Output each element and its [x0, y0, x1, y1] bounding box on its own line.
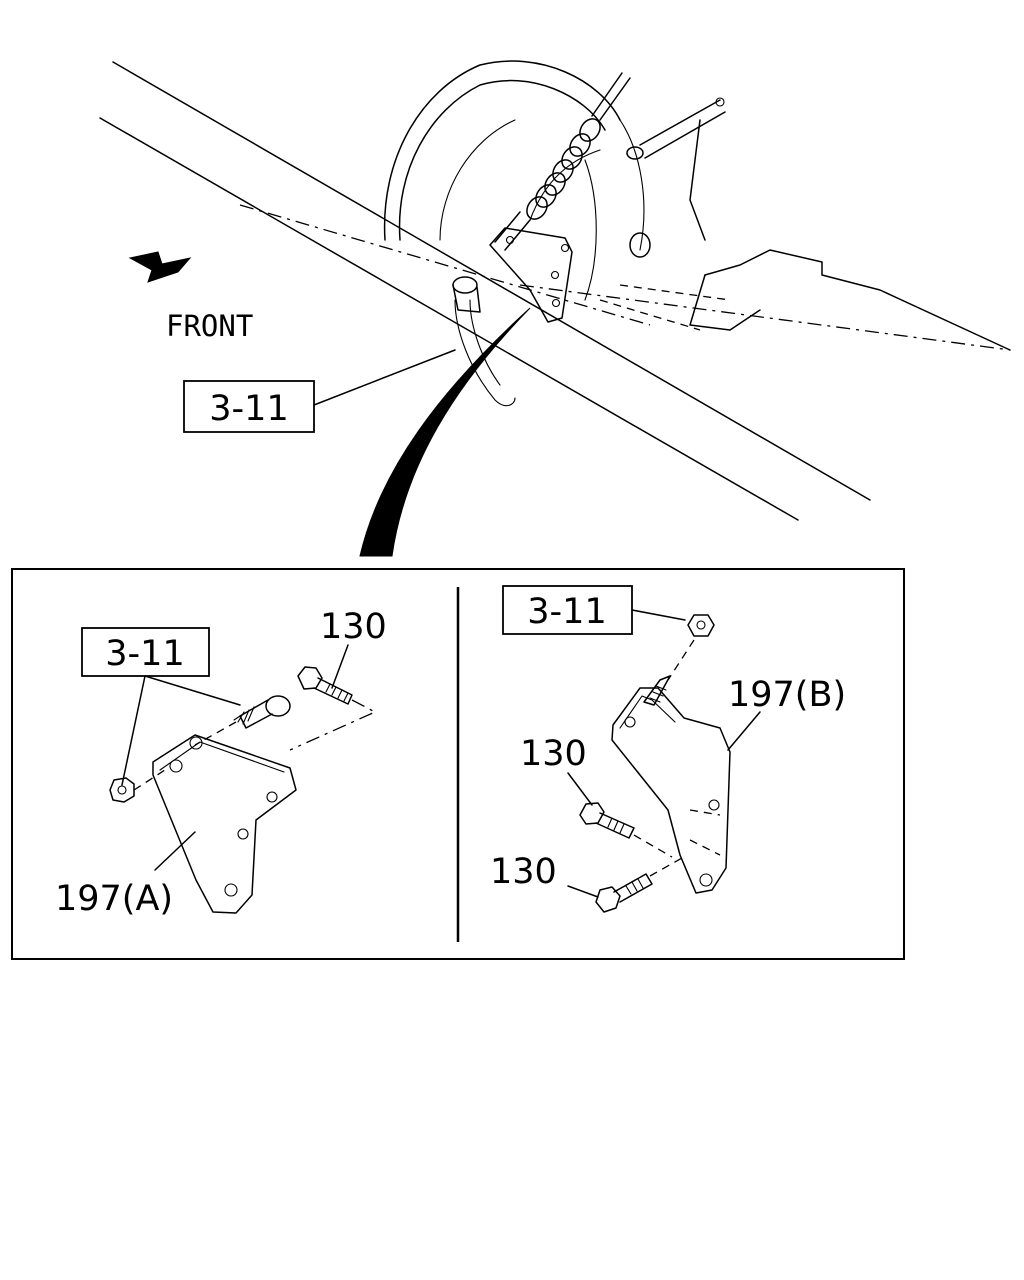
- frame-rail-lower: [99, 117, 799, 521]
- detail-a-bracket-leader: [154, 831, 196, 871]
- detail-a-stud: [233, 695, 291, 729]
- detail-b-ref-label: 3-11: [527, 592, 606, 632]
- hose-fitting: [452, 276, 481, 313]
- detail-b-axis-2: [633, 834, 673, 858]
- detail-panel-frame: [11, 568, 905, 960]
- detail-b-bolt-lower-leader: [567, 885, 599, 898]
- detail-b-ref-leader: [631, 609, 686, 621]
- detail-a-axis-1: [133, 769, 166, 791]
- detail-a-axis-3: [289, 699, 377, 751]
- overview-ref-label: 3-11: [209, 389, 288, 429]
- detail-b-bolt-lower-label: 130: [490, 852, 557, 892]
- centerline-2: [519, 284, 1011, 351]
- detail-b-bracket-label: 197(B): [728, 675, 846, 715]
- detail-b-bolt-upper-leader: [567, 772, 593, 806]
- detail-a-ref-box: [81, 627, 210, 677]
- detail-b: 3-11 197(B) 130: [490, 585, 846, 913]
- detail-a-bolt: [297, 666, 353, 705]
- brake-cable: [494, 72, 631, 251]
- brake-drum: [383, 60, 645, 407]
- detail-b-bolt-upper-label: 130: [520, 734, 587, 774]
- detail-a-bracket: [152, 734, 297, 914]
- front-label: FRONT: [166, 309, 253, 343]
- detail-b-bracket: [611, 687, 731, 894]
- detail-a: 3-11 130: [55, 607, 387, 919]
- detail-a-ref-leader-1: [121, 675, 146, 786]
- overview-ref-leader: [313, 349, 456, 406]
- detail-a-axis-2: [194, 721, 237, 746]
- frame-rail-upper: [112, 61, 871, 501]
- detail-a-bracket-label: 197(A): [55, 879, 173, 919]
- detail-a-bolt-label: 130: [320, 607, 387, 647]
- detail-b-nut: [687, 614, 715, 637]
- detail-b-stud: [643, 675, 671, 706]
- overview-view: FRONT 3-11: [99, 60, 1011, 557]
- detail-a-ref-leader-2: [144, 675, 241, 706]
- right-assembly: [599, 97, 1011, 351]
- detail-a-bolt-leader: [331, 644, 349, 689]
- detail-b-axis-1: [667, 639, 695, 681]
- detail-a-ref-label: 3-11: [105, 634, 184, 674]
- overview-bracket: [489, 227, 573, 323]
- overview-ref-box: [183, 380, 315, 433]
- detail-callout-pointer: [359, 307, 531, 557]
- front-arrow-icon: [128, 251, 192, 283]
- detail-b-axis-3: [649, 857, 683, 877]
- centerline-1: [239, 204, 651, 326]
- detail-b-bolt-lower: [595, 873, 653, 913]
- detail-b-bracket-leader: [727, 711, 761, 751]
- detail-b-ref-box: [502, 585, 633, 635]
- detail-b-bolt-upper: [579, 802, 635, 839]
